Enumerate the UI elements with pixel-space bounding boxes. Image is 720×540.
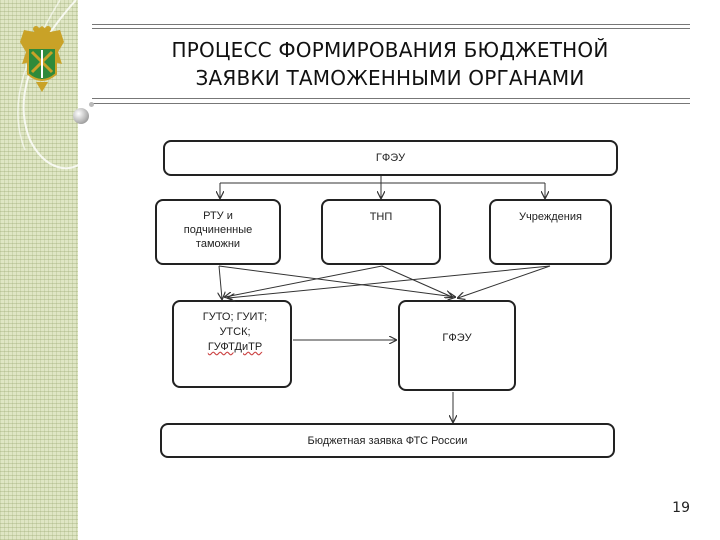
box-rtu-line-2: подчиненные	[183, 224, 253, 236]
box-tnp: ТНП	[321, 199, 441, 265]
box-budget-request-label: Бюджетная заявка ФТС России	[307, 435, 468, 447]
box-gfeu-middle-label: ГФЭУ	[442, 332, 472, 344]
decorative-ball	[73, 108, 89, 124]
box-budget-request: Бюджетная заявка ФТС России	[160, 423, 615, 458]
arrow-tnp-to-gfeu	[381, 265, 452, 297]
box-institutions: Учреждения	[489, 199, 612, 265]
decorative-sidebar	[0, 0, 78, 540]
arrow-tnp-to-guto	[225, 265, 383, 297]
box-guto: ГУТО; ГУИТ; УТСК; ГУФТДиТР	[172, 300, 292, 388]
box-rtu: РТУ и подчиненные таможни	[155, 199, 281, 265]
bottom-divider-line-2	[92, 103, 690, 104]
top-divider-line	[92, 24, 690, 25]
box-institutions-label: Учреждения	[519, 211, 582, 223]
box-guto-line-1: ГУТО; ГУИТ;	[202, 311, 268, 323]
slide-title-line-2: ЗАЯВКИ ТАМОЖЕННЫМИ ОРГАНАМИ	[195, 66, 585, 90]
top-divider-line-2	[92, 28, 690, 29]
page-number: 19	[672, 500, 690, 516]
box-rtu-line-1: РТУ и	[203, 210, 233, 222]
box-guto-line-3: ГУФТДиТР	[207, 341, 263, 353]
box-guto-line-2: УТСК;	[219, 326, 251, 338]
box-tnp-label: ТНП	[369, 211, 393, 223]
bottom-divider-line	[92, 98, 690, 99]
box-gfeu-top-label: ГФЭУ	[375, 152, 406, 164]
arrow-institutions-to-guto	[228, 265, 551, 298]
arrow-rtu-to-guto	[219, 265, 222, 299]
decorative-dot	[89, 102, 94, 107]
arrow-rtu-to-gfeu	[218, 265, 455, 297]
box-gfeu-middle: ГФЭУ	[398, 300, 516, 391]
customs-emblem-icon	[20, 26, 64, 92]
slide-title-line-1: ПРОЦЕСС ФОРМИРОВАНИЯ БЮДЖЕТНОЙ	[171, 38, 609, 62]
slide-title: ПРОЦЕСС ФОРМИРОВАНИЯ БЮДЖЕТНОЙ ЗАЯВКИ ТА…	[110, 36, 670, 92]
box-rtu-line-3: таможни	[195, 238, 241, 250]
arrow-institutions-to-gfeu	[458, 265, 551, 298]
box-gfeu-top: ГФЭУ	[163, 140, 618, 176]
